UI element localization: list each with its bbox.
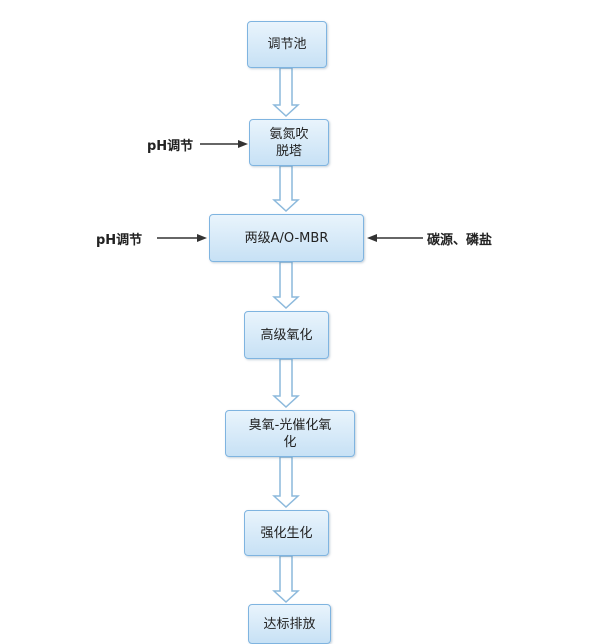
step-box-7: 达标排放 (248, 604, 331, 644)
side-input-label-2: pH调节 (96, 233, 143, 248)
side-arrow-1-head (238, 140, 248, 148)
flow-arrow-3 (272, 261, 300, 310)
flow-arrow-2 (272, 165, 300, 213)
side-arrow-2-head (197, 234, 207, 242)
step-label-2: 氨氮吹 脱塔 (269, 126, 309, 159)
flow-arrow-1 (272, 67, 300, 118)
step-box-4: 高级氧化 (244, 311, 329, 359)
step-box-6: 强化生化 (244, 510, 329, 556)
step-box-2: 氨氮吹 脱塔 (249, 119, 329, 166)
flow-arrow-4 (272, 358, 300, 409)
step-label-7: 达标排放 (263, 616, 316, 632)
step-box-1: 调节池 (247, 21, 327, 68)
flow-arrow-6 (272, 555, 300, 604)
step-label-3: 两级A/O-MBR (244, 230, 329, 246)
side-arrows (157, 140, 423, 242)
step-label-6: 强化生化 (260, 525, 313, 541)
side-arrow-3-head (367, 234, 377, 242)
step-label-5: 臭氧-光催化氧 化 (248, 417, 332, 450)
flow-arrows (272, 67, 300, 604)
step-label-4: 高级氧化 (260, 327, 313, 343)
step-box-5: 臭氧-光催化氧 化 (225, 410, 355, 457)
side-input-label-1: pH调节 (147, 139, 194, 154)
flow-arrow-5 (272, 456, 300, 509)
step-label-1: 调节池 (267, 37, 307, 52)
step-box-3: 两级A/O-MBR (209, 214, 364, 262)
side-input-label-3: 碳源、磷盐 (427, 233, 493, 248)
